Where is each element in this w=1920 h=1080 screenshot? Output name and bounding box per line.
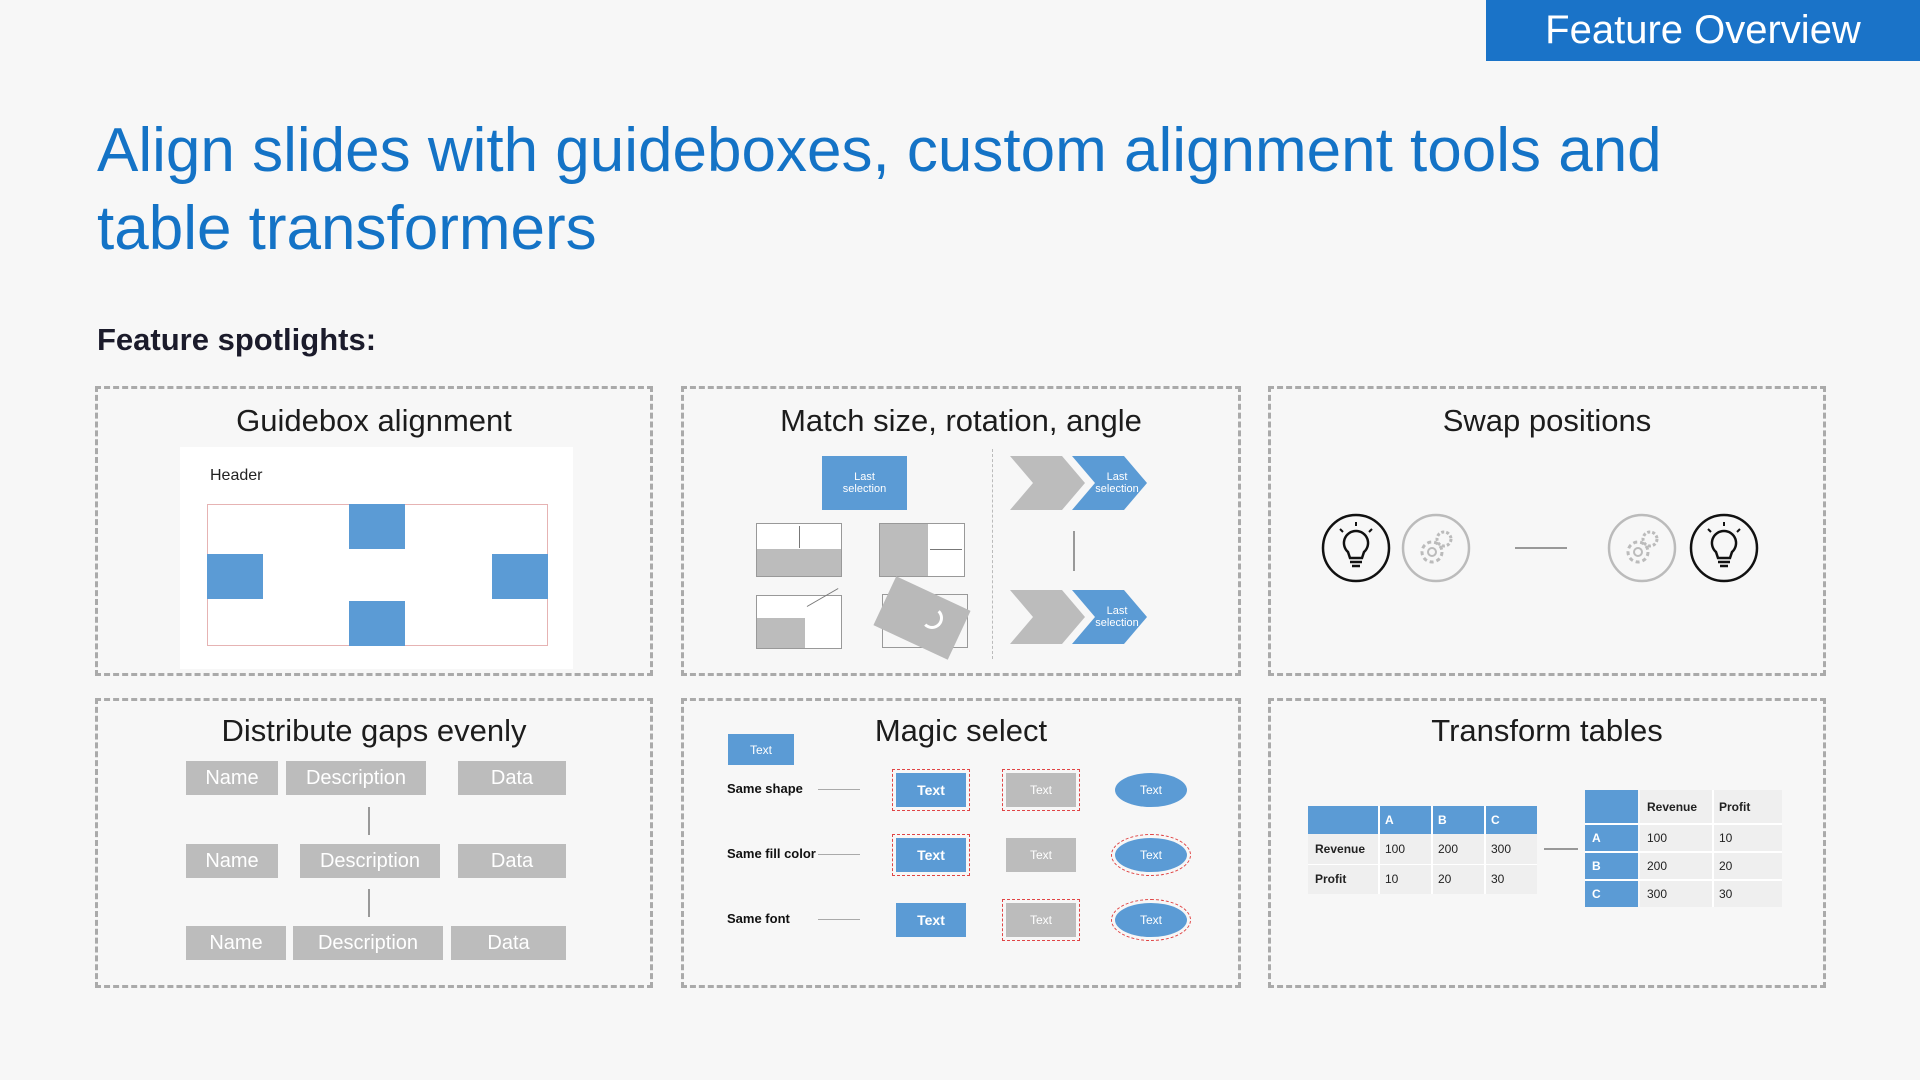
cell: 200 — [1647, 859, 1668, 873]
size-example-2 — [879, 523, 965, 577]
swap-arrow — [1515, 547, 1567, 549]
chevron-label-top: Last selection — [1095, 471, 1139, 495]
panel-match: Match size, rotation, angle Last selecti… — [681, 386, 1241, 676]
page-title: Align slides with guideboxes, custom ali… — [97, 116, 1662, 263]
cell-description: Description — [286, 761, 426, 795]
match-shape: Text — [892, 769, 970, 811]
panel-guidebox: Guidebox alignment Header — [95, 386, 653, 676]
lightbulb-icon — [1689, 513, 1759, 583]
cell: 10 — [1719, 831, 1733, 845]
row-header: B — [1592, 859, 1601, 873]
nonmatch-fill: Text — [1006, 838, 1076, 872]
cell: 20 — [1438, 872, 1452, 886]
panel-magic: Magic select Text Same shape Text Text T… — [681, 698, 1241, 988]
cell: 200 — [1438, 842, 1459, 856]
gear-icon — [1401, 513, 1471, 583]
cell: 100 — [1647, 831, 1668, 845]
cell: 10 — [1385, 872, 1399, 886]
row-arrow — [818, 789, 860, 790]
cell: 300 — [1491, 842, 1512, 856]
row-arrow — [818, 854, 860, 855]
down-arrow — [368, 889, 370, 917]
size-example-1 — [756, 523, 842, 577]
chevron-pair-bottom — [1010, 590, 1147, 644]
size-example-3 — [756, 588, 842, 649]
row-arrow — [818, 919, 860, 920]
row-header: A — [1592, 831, 1601, 845]
slide-preview: Header — [180, 447, 573, 669]
section-subtitle: Feature spotlights: — [97, 322, 377, 357]
panel-swap: Swap positions — [1268, 386, 1826, 676]
panel-tables: Transform tables A B C Revenue 100 200 3… — [1268, 698, 1826, 988]
lightbulb-icon — [1321, 513, 1391, 583]
match-fill: Text — [892, 834, 970, 876]
col-header: B — [1438, 813, 1447, 827]
ellipse-shape: Text — [1115, 773, 1187, 807]
slide-header-label: Header — [210, 467, 263, 484]
gear-icon — [1607, 513, 1677, 583]
chevron-label-bottom: Last selection — [1095, 605, 1139, 629]
match-font: Text — [1002, 899, 1080, 941]
col-header: Revenue — [1647, 799, 1698, 814]
cell-name: Name — [186, 761, 278, 795]
table-left: A B C Revenue 100 200 300 Profit 10 20 3… — [1308, 806, 1537, 894]
rotation-example — [873, 576, 971, 660]
sample-text-shape: Text — [728, 734, 794, 765]
col-header: A — [1385, 813, 1394, 827]
cell-data: Data — [451, 926, 566, 960]
shape-bottom — [349, 601, 405, 646]
cell: 30 — [1491, 872, 1505, 886]
cell-data: Data — [458, 844, 566, 878]
ellipse-shape: Text — [1111, 899, 1191, 941]
row-label: Same fill color — [727, 846, 816, 861]
chevron-pair-top — [1010, 456, 1147, 510]
cell: 300 — [1647, 887, 1668, 901]
row-header: Profit — [1315, 872, 1347, 886]
row-header: Revenue — [1315, 842, 1366, 856]
table-right: Revenue Profit A 100 10 B 200 20 C 300 3… — [1585, 790, 1782, 907]
cell: 30 — [1719, 887, 1733, 901]
cell-description: Description — [300, 844, 440, 878]
panel-title: Guidebox alignment — [236, 403, 512, 438]
panel-title: Match size, rotation, angle — [780, 403, 1142, 438]
section-badge: Feature Overview — [1486, 0, 1920, 61]
shape-left — [207, 554, 263, 599]
cell: 100 — [1385, 842, 1406, 856]
rotate-arrow-icon — [921, 607, 943, 629]
font-source: Text — [896, 903, 966, 937]
panel-title: Transform tables — [1431, 713, 1663, 748]
match-shape: Text — [1002, 769, 1080, 811]
panel-distribute: Distribute gaps evenly Name Description … — [95, 698, 653, 988]
shape-right — [492, 554, 548, 599]
row-header: C — [1592, 887, 1601, 901]
cell-name: Name — [186, 926, 286, 960]
divider-line — [992, 449, 993, 659]
row-label: Same font — [727, 911, 790, 926]
panel-title: Swap positions — [1442, 403, 1652, 438]
shape-top — [349, 504, 405, 549]
cell-description: Description — [293, 926, 443, 960]
panel-title: Magic select — [874, 713, 1048, 748]
down-arrow — [1073, 531, 1075, 571]
cell-data: Data — [458, 761, 566, 795]
last-selection-box: Last selection — [822, 456, 907, 510]
ellipse-shape: Text — [1111, 834, 1191, 876]
row-label: Same shape — [727, 781, 803, 796]
col-header: Profit — [1719, 799, 1751, 814]
panel-title: Distribute gaps evenly — [221, 713, 527, 748]
cell: 20 — [1719, 859, 1733, 873]
transform-arrow — [1544, 848, 1578, 850]
down-arrow — [368, 807, 370, 835]
cell-name: Name — [186, 844, 278, 878]
col-header: C — [1491, 813, 1500, 827]
